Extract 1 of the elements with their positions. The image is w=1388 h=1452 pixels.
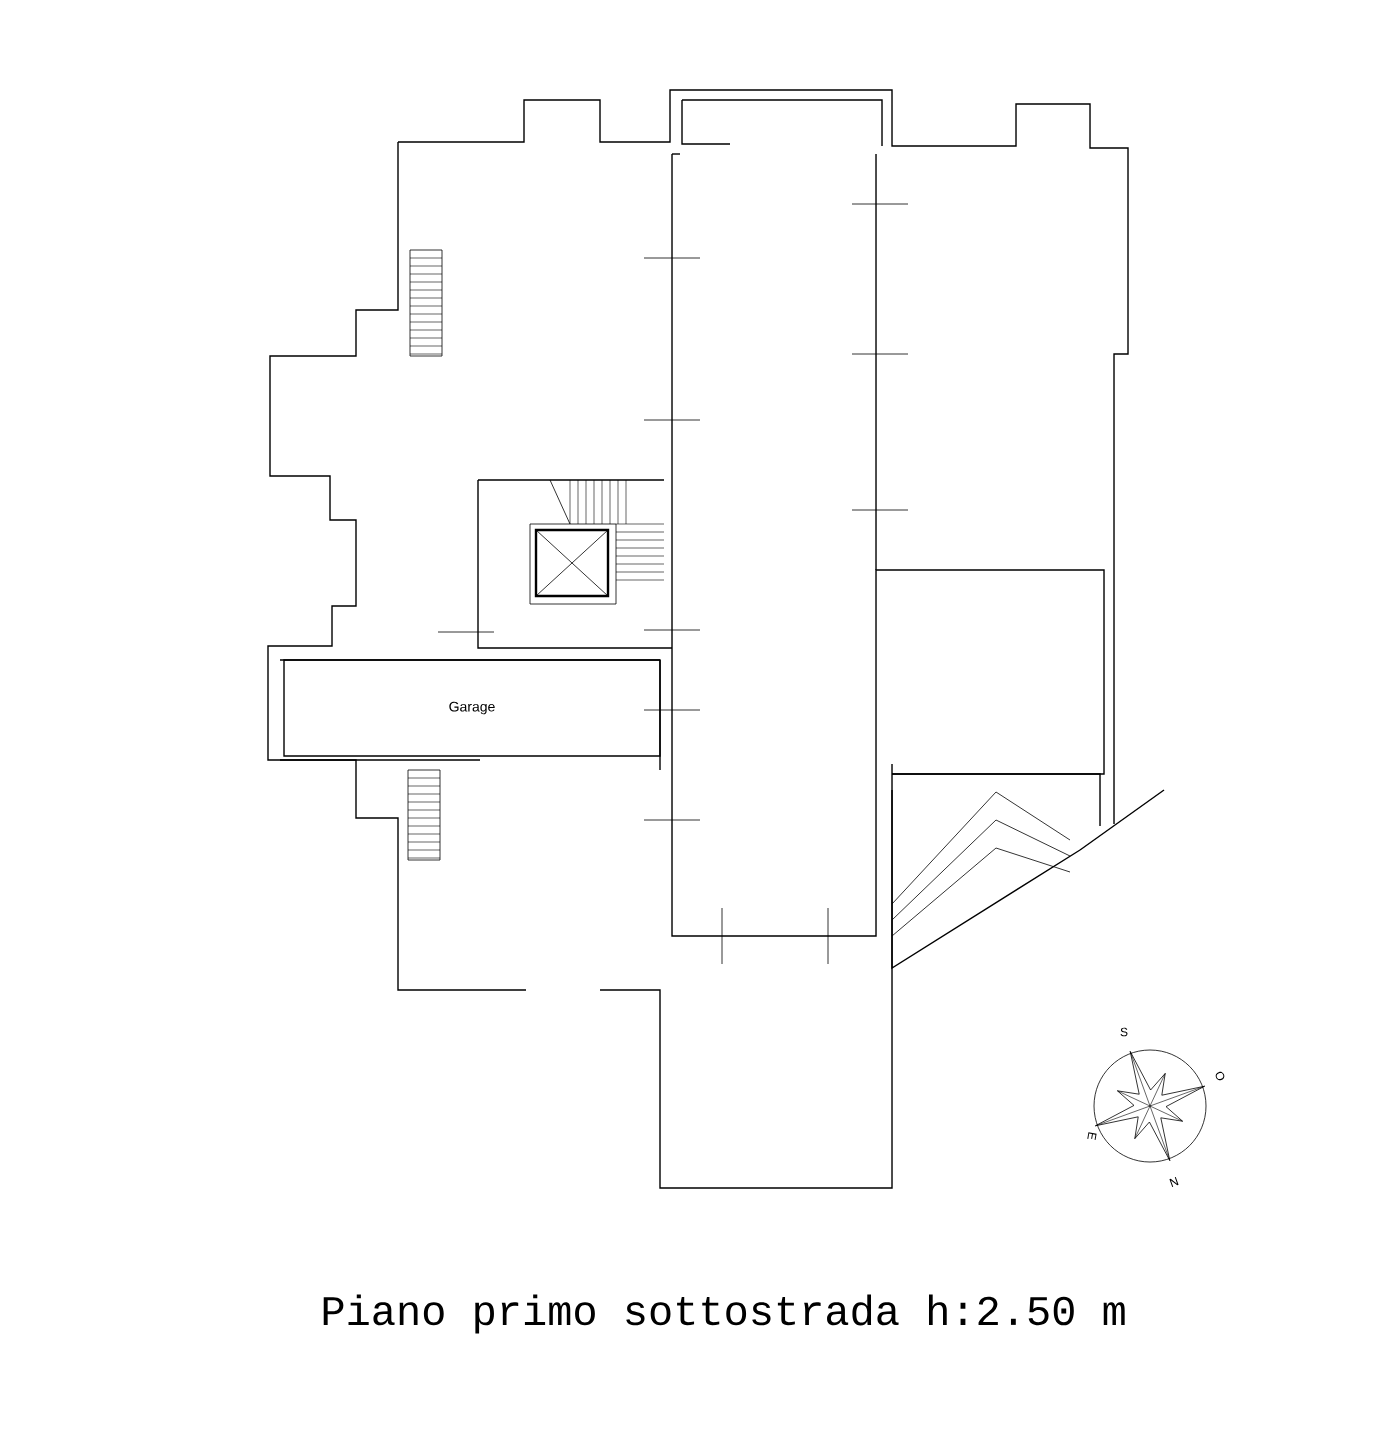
caption: Piano primo sottostrada h:2.50 m <box>323 1294 1125 1334</box>
